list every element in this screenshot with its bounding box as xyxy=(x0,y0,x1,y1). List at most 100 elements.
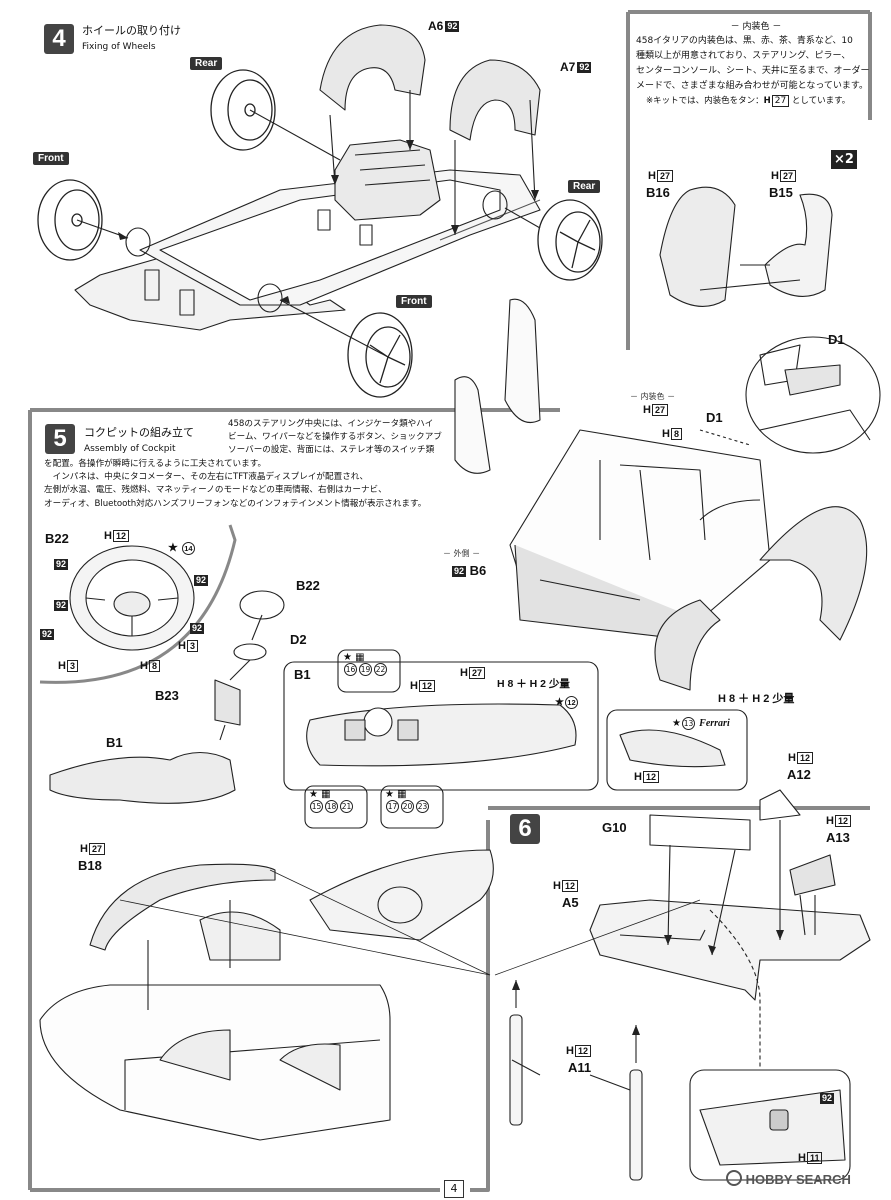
console-decal-13-num: 13 xyxy=(681,717,695,730)
seat-b16-label: B16 xyxy=(646,185,670,200)
b18-h27-num: 27 xyxy=(88,843,105,855)
b6-color-badge: 92 xyxy=(452,566,467,577)
part-label-a12: A12 xyxy=(787,767,811,782)
step-5-text-6: 左側が水温、電圧、残燃料、マネッティーノのモードなどの車両情報、右側はカーナビ、 xyxy=(44,485,387,496)
kit-note-code: H xyxy=(763,96,771,106)
part-label-d1-top: D1 xyxy=(828,332,845,347)
a5-h12-num: 12 xyxy=(561,880,578,892)
part-label-d2: D2 xyxy=(290,632,307,647)
step-6-number: 6 xyxy=(510,814,540,844)
detail-92-badge: 92 xyxy=(820,1093,835,1104)
wheel-h3-left-num: 3 xyxy=(66,660,78,672)
b16-h: H xyxy=(648,170,656,182)
kit-note-num: 27 xyxy=(771,95,790,107)
page-number: 4 xyxy=(444,1180,464,1198)
decal-17: 17 xyxy=(386,800,399,813)
step-4-number: 4 xyxy=(44,24,74,54)
step-5-text-block-b: を配置。各操作が瞬時に行えるように工夫されています。 インパネは、中央にタコメー… xyxy=(44,458,464,511)
b16-h-num: 27 xyxy=(656,170,673,182)
interior-color-caption: － 内装色 － xyxy=(630,392,676,401)
wheel-c92-2-badge: 92 xyxy=(194,575,209,586)
a6-text: A6 xyxy=(428,19,444,33)
decal-18: 18 xyxy=(325,800,338,813)
front-tag-right: Front xyxy=(396,295,432,308)
interior-note-line-4: メードで、さまざまな組み合わせが可能となっています。 xyxy=(636,81,869,91)
b15-h: H xyxy=(771,170,779,182)
interior-note-line-1: 458イタリアの内装色は、黒、赤、茶、青系など、10 xyxy=(636,36,853,46)
step-4-title-jp: ホイールの取り付け xyxy=(82,24,181,37)
decal-20: 20 xyxy=(401,800,414,813)
part-label-b6: 92 B6 xyxy=(452,563,486,578)
console-h12-num: 12 xyxy=(642,771,659,783)
wheel-c92-2: 92 xyxy=(192,573,209,587)
step-5-text-5: インパネは、中央にタコメーター、その左右にTFT液晶ディスプレイが配置され、 xyxy=(44,472,369,483)
step-5-text-4: を配置。各操作が瞬時に行えるように工夫されています。 xyxy=(44,459,267,469)
part-label-a11: A11 xyxy=(568,1060,592,1075)
interior-note-heading: － 内装色 － xyxy=(730,22,782,32)
wheel-decal-14: ★ 14 xyxy=(168,541,196,555)
rear-tag-left: Rear xyxy=(190,57,223,70)
tub-mix-paint: H 8 ＋ H 2 少量 xyxy=(718,693,795,705)
wheel-decal-14-num: 14 xyxy=(181,542,195,555)
dash-h27-num: 27 xyxy=(468,667,485,679)
part-label-b18: B18 xyxy=(78,858,102,873)
dash-decal-12-num: 12 xyxy=(564,696,578,709)
step-5-text-2: ビーム、ワイパーなどを操作するボタン、ショックアブ xyxy=(228,432,442,443)
a12-h12-num: 12 xyxy=(796,752,813,764)
step-5-text-3: ソーバーの設定、背面には、ステレオ等のスイッチ類 xyxy=(228,445,435,456)
decal-23: 23 xyxy=(416,800,429,813)
b6-text: B6 xyxy=(469,563,487,578)
rear-tag-right: Rear xyxy=(568,180,601,193)
decal-16: 16 xyxy=(344,663,357,676)
a7-color-badge: 92 xyxy=(577,62,592,73)
ferrari-brand-text: Ferrari xyxy=(699,718,730,729)
part-label-b22-small: B22 xyxy=(296,578,320,593)
detail-h11-num: 11 xyxy=(806,1152,823,1164)
decal-22: 22 xyxy=(374,663,387,676)
part-label-a5: A5 xyxy=(562,895,579,910)
a11-h12-num: 12 xyxy=(574,1045,591,1057)
step-5-title-jp: コクピットの組み立て xyxy=(84,426,194,439)
seat-b15-label: B15 xyxy=(769,185,793,200)
multiplier-badge: ×2 xyxy=(831,150,857,169)
wheel-h8-num: 8 xyxy=(148,660,160,672)
wheel-c92-4: 92 xyxy=(38,627,55,641)
part-label-b23: B23 xyxy=(155,688,179,703)
part-label-d1-mid: D1 xyxy=(706,410,723,425)
exterior-color-caption: － 外側 － xyxy=(443,549,481,558)
wheel-c92-1: 92 xyxy=(52,557,69,571)
wheel-c92-5-badge: 92 xyxy=(190,623,205,634)
wheel-h12-num: 12 xyxy=(112,530,129,542)
dash-decal-12: ★12 xyxy=(555,696,579,709)
detail-92: 92 xyxy=(818,1091,835,1105)
wheel-c92-3-badge: 92 xyxy=(54,600,69,611)
b15-h-num: 27 xyxy=(779,170,796,182)
wheel-c92-1-badge: 92 xyxy=(54,559,69,570)
kit-note-post: としています。 xyxy=(789,96,851,106)
kit-note-pre: ※キットでは、内装色をタン： xyxy=(646,96,764,106)
wheel-c92-3: 92 xyxy=(52,598,69,612)
a7-text: A7 xyxy=(560,60,576,74)
tub-h8-num: 8 xyxy=(670,428,682,440)
part-label-b1-small: B1 xyxy=(106,735,123,750)
part-label-a13: A13 xyxy=(826,830,850,845)
